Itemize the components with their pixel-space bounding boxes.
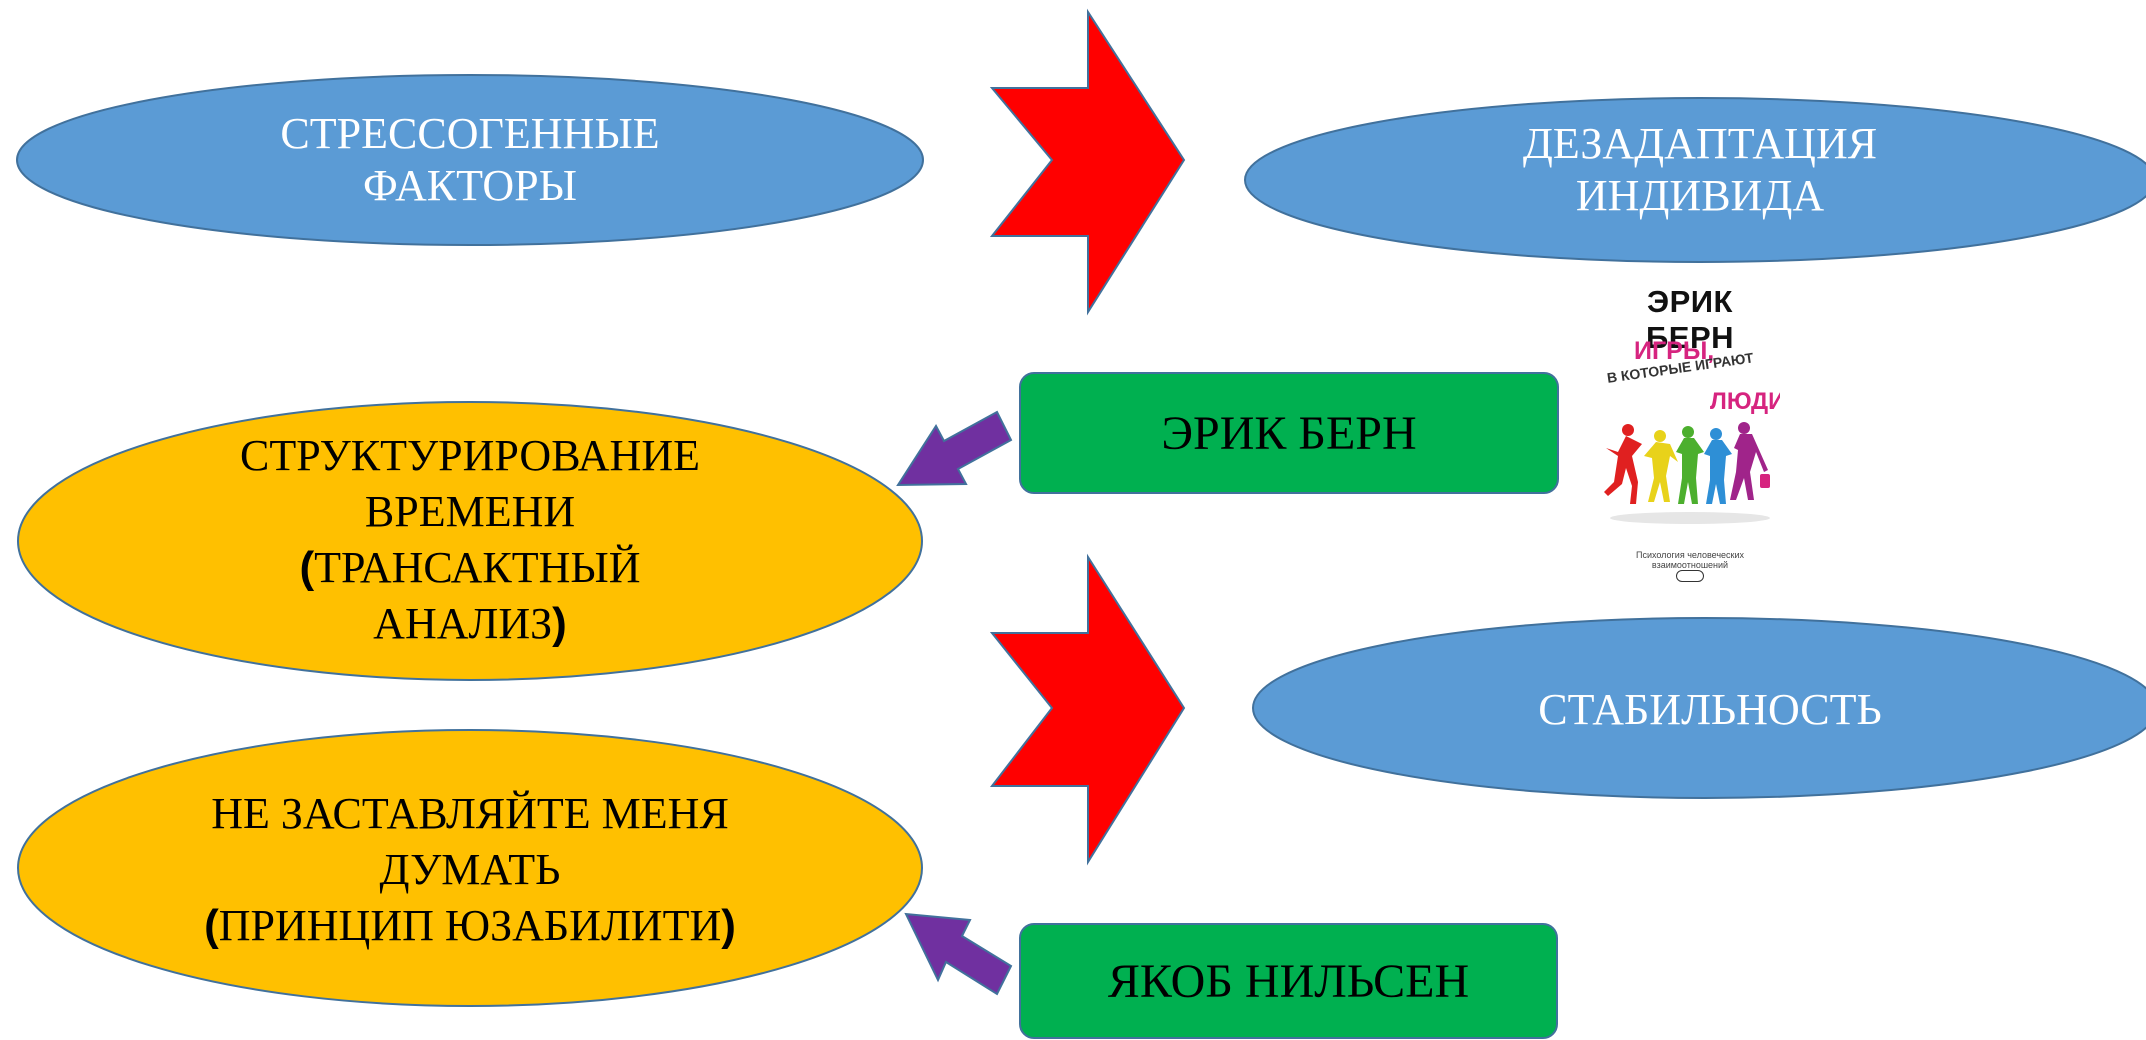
stability-label: СТАБИЛЬНОСТЬ — [1400, 670, 2020, 750]
dezadaptation-line-2: ИНДИВИДА — [1575, 171, 1825, 220]
dezadaptation-label: ДЕЗАДАПТАЦИЯ ИНДИВИДА — [1380, 110, 2020, 230]
structuring-line-4-text: АНАЛИЗ — [373, 599, 553, 648]
book-cover-image: ЭРИК БЕРН ИГРЫ, В КОТОРЫЕ ИГРАЮТ ЛЮДИ Пс… — [1600, 282, 1780, 592]
jakob-nielsen-text: ЯКОБ НИЛЬСЕН — [1107, 954, 1470, 1008]
eric-berne-box — [1019, 372, 1559, 494]
structuring-line-2: ВРЕМЕНИ — [364, 487, 576, 536]
structuring-line-3-text: ТРАНСАКТНЫЙ — [314, 543, 641, 592]
book-title-line-1: ИГРЫ, — [1634, 337, 1715, 365]
structuring-line-3: (ТРАНСАКТНЫЙ — [240, 540, 700, 596]
eric-berne-text: ЭРИК БЕРН — [1161, 406, 1417, 460]
publisher-logo — [1676, 570, 1704, 582]
open-paren: ( — [299, 543, 315, 592]
dont-make-think-label: НЕ ЗАСТАВЛЯЙТЕ МЕНЯ ДУМАТЬ (ПРИНЦИП ЮЗАБ… — [120, 780, 820, 960]
eric-berne-label: ЭРИК БЕРН — [1020, 373, 1558, 493]
red-arrow-middle — [989, 553, 1186, 866]
stress-factors-ellipse — [16, 74, 924, 246]
open-paren: ( — [204, 901, 219, 950]
stress-factors-line-1: СТРЕССОГЕННЫЕ — [280, 109, 660, 158]
close-paren: ) — [721, 901, 736, 950]
dont-make-think-line-1: НЕ ЗАСТАВЛЯЙТЕ МЕНЯ — [211, 789, 729, 838]
red-arrow-top — [989, 8, 1186, 316]
dont-make-think-line-3-text: ПРИНЦИП ЮЗАБИЛИТИ — [218, 901, 722, 950]
book-subtitle: Психология человеческих взаимоотношений — [1635, 550, 1745, 570]
book-author: ЭРИК БЕРН — [1645, 284, 1735, 355]
structuring-line-4: АНАЛИЗ) — [240, 596, 700, 652]
book-title-line-3: ЛЮДИ — [1710, 388, 1780, 415]
dont-make-think-line-2: ДУМАТЬ — [379, 845, 561, 894]
structuring-label: СТРУКТУРИРОВАНИЕ ВРЕМЕНИ (ТРАНСАКТНЫЙ АН… — [140, 425, 800, 655]
close-paren: ) — [552, 599, 567, 648]
stress-factors-label: СТРЕССОГЕННЫЕ ФАКТОРЫ — [160, 100, 780, 220]
dont-make-think-ellipse — [17, 729, 923, 1007]
purple-arrow-upper — [896, 410, 1013, 487]
stability-text: СТАБИЛЬНОСТЬ — [1538, 685, 1882, 734]
jakob-nielsen-box — [1019, 923, 1558, 1039]
dancing-figures-illustration — [1604, 422, 1770, 524]
dezadaptation-ellipse — [1244, 97, 2146, 263]
stability-ellipse — [1252, 617, 2146, 799]
dezadaptation-line-1: ДЕЗАДАПТАЦИЯ — [1522, 119, 1878, 168]
structuring-line-1: СТРУКТУРИРОВАНИЕ — [240, 431, 700, 480]
dont-make-think-line-3: (ПРИНЦИП ЮЗАБИЛИТИ) — [204, 898, 736, 954]
purple-arrow-lower — [904, 912, 1013, 996]
jakob-nielsen-label: ЯКОБ НИЛЬСЕН — [1020, 924, 1557, 1038]
structuring-ellipse — [17, 401, 923, 681]
stress-factors-line-2: ФАКТОРЫ — [362, 161, 578, 210]
